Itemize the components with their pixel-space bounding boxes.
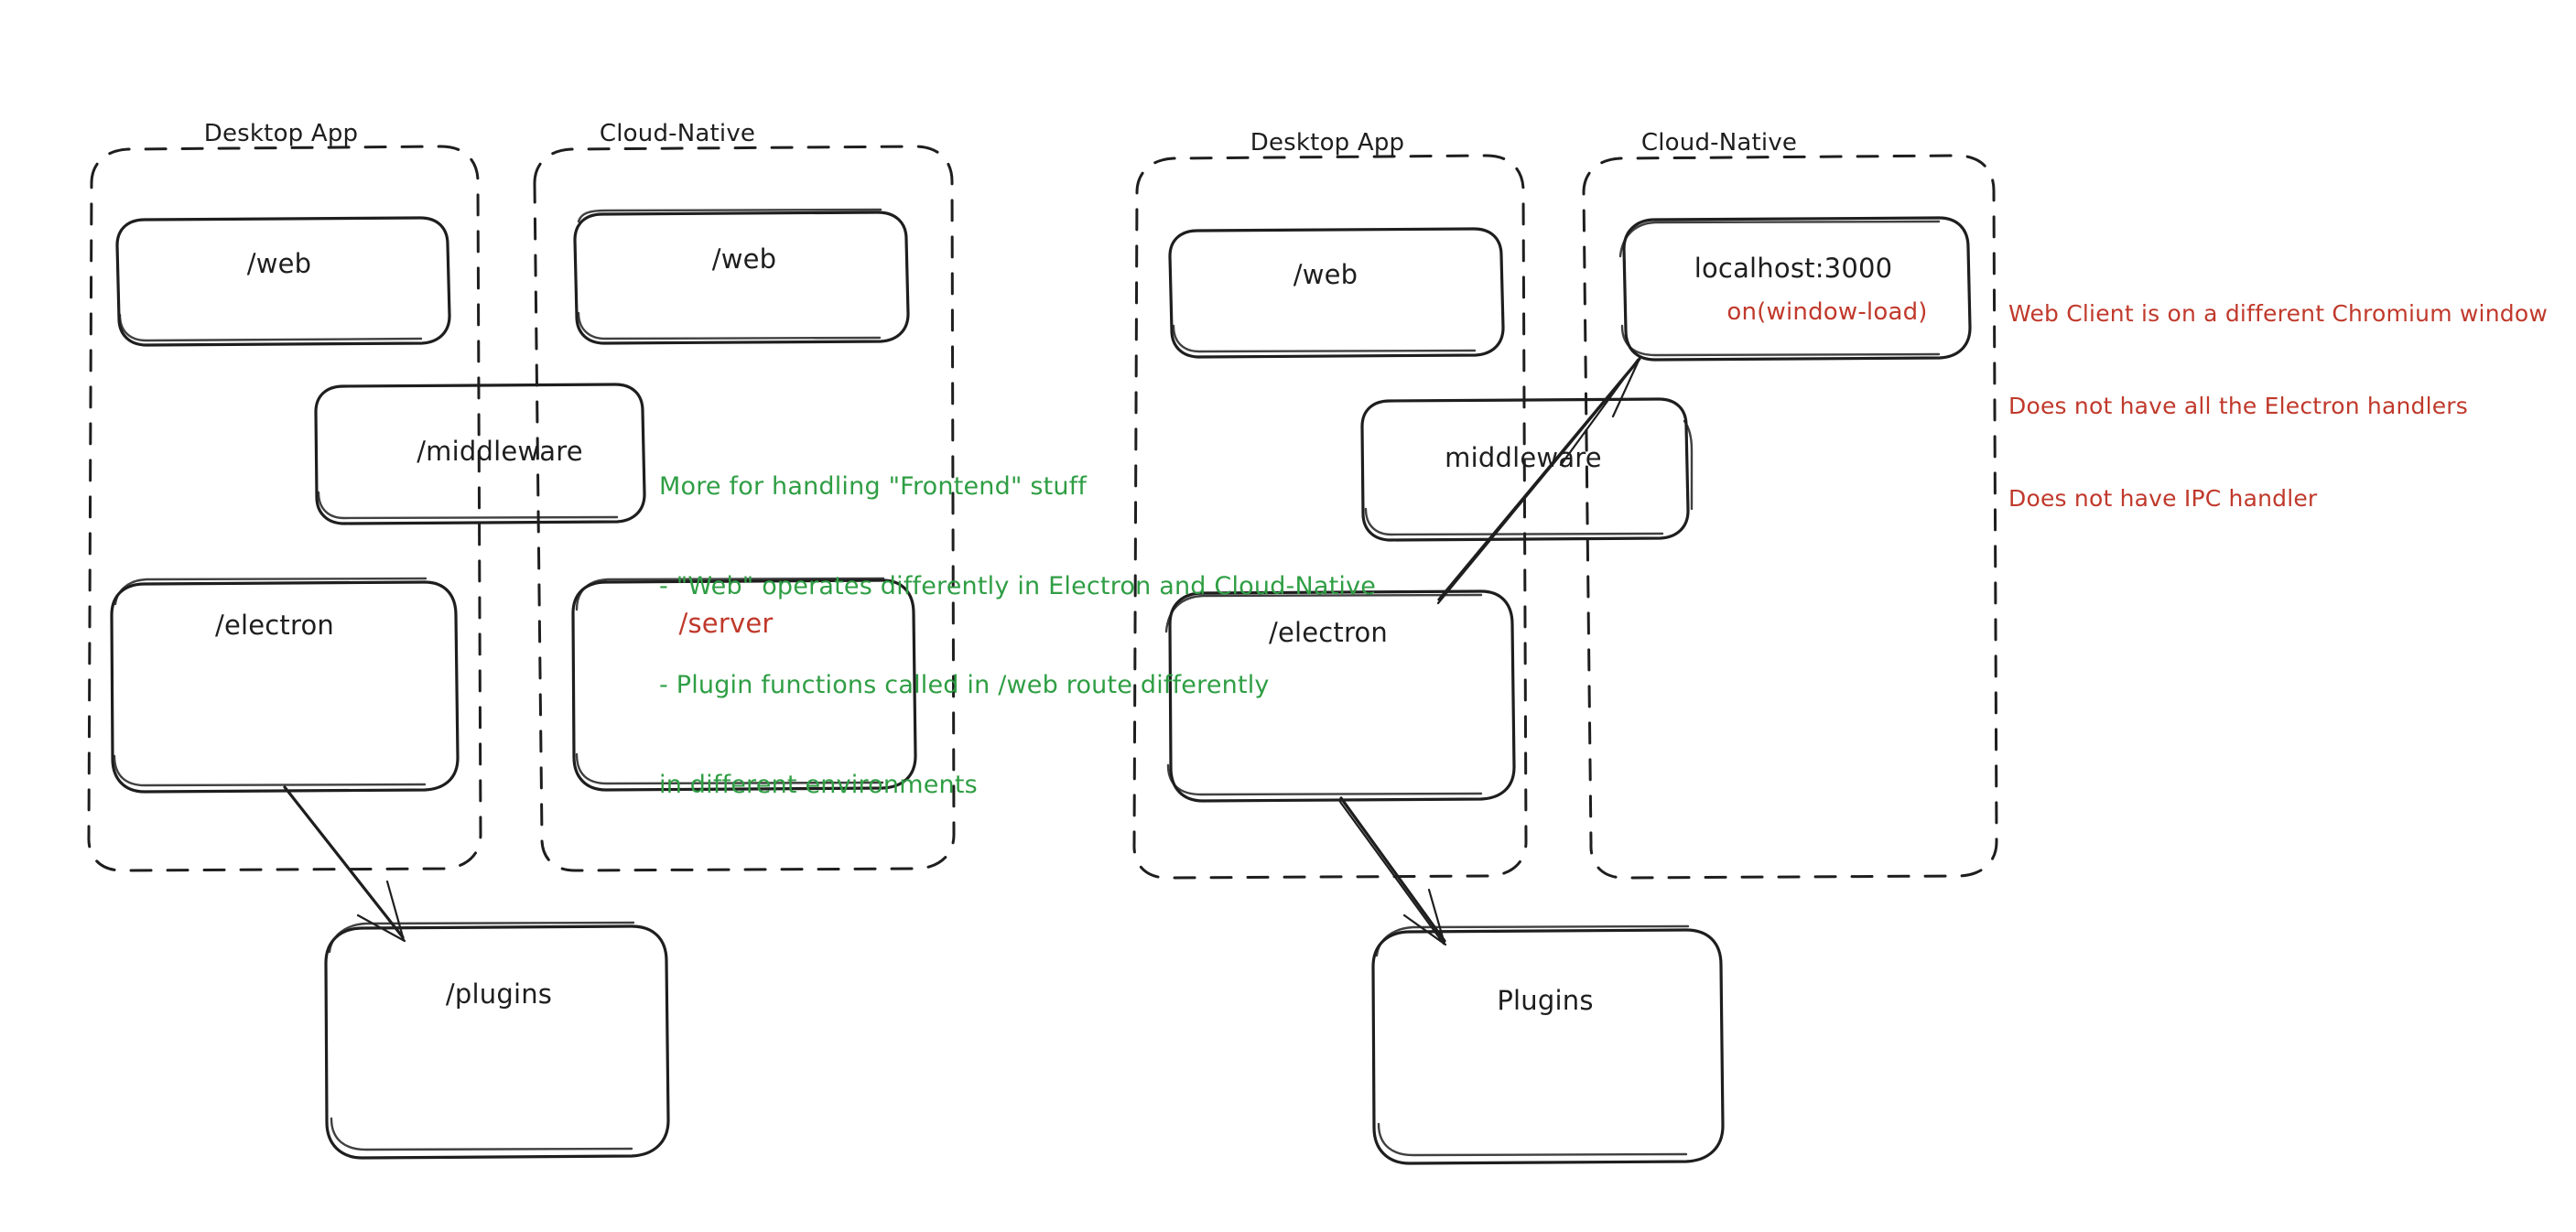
right-box-label-middleware: middleware [1445,442,1602,473]
right-group-desktop-app-border [1132,154,1528,880]
left-group-title-cloud-native: Cloud-Native [599,120,756,147]
left-box-web-cloud [573,208,910,345]
right-box-localhost [1618,216,1972,362]
right-box-label-localhost: localhost:3000 [1694,253,1893,284]
left-box-label-server: /server [678,608,774,639]
left-box-middleware [314,383,646,525]
left-arrow-electron-to-plugins [283,785,406,943]
left-box-electron [110,577,460,794]
left-box-web-desktop [115,216,451,347]
left-note-green: More for handling "Frontend" stuff - "We… [659,405,1376,868]
right-box-web [1168,227,1505,359]
left-box-server [571,577,917,792]
right-box-plugins [1371,924,1725,1165]
left-group-desktop-app-border [87,145,482,872]
left-group-title-desktop-app: Desktop App [203,120,359,147]
left-box-plugins [324,921,670,1160]
left-group-cloud-native-border [533,145,956,872]
right-group-title-desktop-app: Desktop App [1250,129,1405,157]
right-note-red-line-2: Does not have all the Electron handlers [2008,392,2469,419]
right-box-electron [1164,589,1516,803]
left-box-label-web-cloud: /web [711,243,777,275]
right-group-title-cloud-native: Cloud-Native [1640,129,1798,157]
right-note-red-line-1: Web Client is on a different Chromium wi… [2008,299,2548,327]
right-note-red-line-3: Does not have IPC handler [2008,485,2318,512]
left-note-green-line-4: in different environments [659,770,978,799]
right-box-sublabel-on-window-load: on(window-load) [1726,298,1928,326]
right-box-label-electron: /electron [1268,617,1389,648]
right-arrow-electron-to-plugins [1338,796,1447,946]
left-box-label-electron: /electron [214,610,335,641]
left-note-green-line-1: More for handling "Frontend" stuff [659,472,1088,502]
right-box-middleware [1360,397,1694,542]
right-box-label-web: /web [1293,259,1358,290]
left-note-green-line-3: - Plugin functions called in /web route … [659,671,1270,700]
right-arrow-electron-to-localhost [1436,357,1641,605]
right-note-red: Web Client is on a different Chromium wi… [2008,236,2548,576]
left-box-label-web-desktop: /web [246,248,312,279]
left-box-label-middleware: /middleware [417,436,583,467]
right-box-label-plugins: Plugins [1497,985,1594,1016]
left-note-green-line-2: - "Web" operates differently in Electron… [659,571,1377,600]
right-group-cloud-native-border [1582,154,1998,880]
left-box-label-plugins: /plugins [445,978,553,1010]
